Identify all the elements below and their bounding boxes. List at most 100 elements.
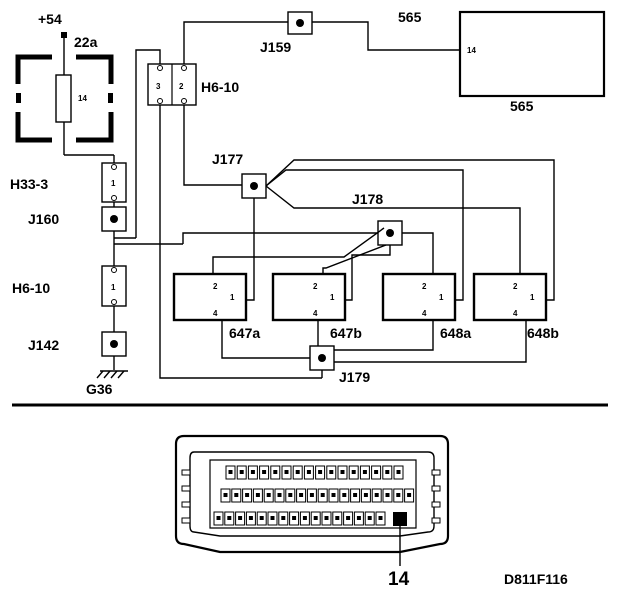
plus54-terminal: [61, 32, 67, 38]
relay-component: 14: [15, 54, 115, 163]
647b-label: 647b: [330, 325, 362, 341]
h6-10-top-pin-3: 3: [156, 82, 161, 91]
connector-pin-contact: [353, 493, 358, 497]
connector-pin-contact: [378, 516, 383, 520]
module-648b: 2 1 4 648b: [472, 272, 559, 341]
connector-pin-contact: [262, 470, 267, 474]
connector-pin-contact: [250, 470, 255, 474]
h6-10-top-pin-2: 2: [179, 82, 184, 91]
648b-pin-1: 1: [530, 293, 535, 302]
connector-pin-14-highlight: [393, 512, 407, 526]
connector-h33-3: H33-3 1: [10, 162, 127, 203]
connector-pin-contact: [318, 470, 323, 474]
648a-pin-2: 2: [422, 282, 427, 291]
connector-pin-contact: [396, 470, 401, 474]
splice-j177: J177: [212, 151, 267, 199]
relay-fuse-element: [55, 74, 72, 123]
pin-14-callout: 14: [388, 569, 410, 590]
connector-pin-contact: [259, 516, 264, 520]
connector-pin-contact: [239, 470, 244, 474]
g36-label: G36: [86, 381, 113, 397]
plus54-label: +54: [38, 11, 62, 27]
connector-pin-contact: [356, 516, 361, 520]
connector-pin-contact: [351, 470, 356, 474]
648b-pin-4: 4: [513, 309, 518, 318]
647b-pin-1: 1: [330, 293, 335, 302]
ground-g36: G36: [86, 370, 128, 397]
wire-22a-label: 22a: [74, 34, 98, 50]
648a-pin-1: 1: [439, 293, 444, 302]
figure-code: D811F116: [504, 571, 568, 587]
connector-pin-contact: [238, 516, 243, 520]
connector-pin-contact: [292, 516, 297, 520]
connector-latch-slot: [431, 517, 441, 524]
connector-latch-slot: [431, 485, 441, 492]
h33-3-pin-1: 1: [111, 179, 116, 188]
j178-label: J178: [352, 191, 383, 207]
connector-pin-contact: [277, 493, 282, 497]
power-supply-plus54: +54 22a: [38, 11, 98, 75]
connector-latch-slot: [181, 501, 191, 508]
j179-label: J179: [339, 369, 370, 385]
connector-latch-slot: [181, 517, 191, 524]
connector-pin-contact: [335, 516, 340, 520]
connector-pin-contact: [284, 470, 289, 474]
connector-pin-grid: [213, 465, 415, 526]
connector-pin-contact: [302, 516, 307, 520]
648a-pin-4: 4: [422, 309, 427, 318]
connector-pin-contact: [245, 493, 250, 497]
connector-pin-contact: [227, 516, 232, 520]
connector-pin-contact: [281, 516, 286, 520]
connector-pin-contact: [367, 516, 372, 520]
h33-3-label: H33-3: [10, 176, 48, 192]
connector-pin-contact: [273, 470, 278, 474]
connector-pin-contact: [374, 493, 379, 497]
splice-j178: J178: [352, 191, 403, 246]
control-unit-565: 565 14 565: [398, 9, 606, 114]
ecu-connector-face: 14: [174, 434, 450, 590]
connector-latch-slot: [181, 469, 191, 476]
splice-j142: J142: [28, 331, 127, 370]
j142-label: J142: [28, 337, 59, 353]
connector-pin-contact: [346, 516, 351, 520]
connector-pin-contact: [223, 493, 228, 497]
connector-pin-contact: [329, 470, 334, 474]
connector-pin-contact: [407, 493, 412, 497]
connector-latch-slot: [431, 469, 441, 476]
connector-pin-contact: [255, 493, 260, 497]
647a-pin-2: 2: [213, 282, 218, 291]
connector-pin-contact: [299, 493, 304, 497]
h6-10-top-label: H6-10: [201, 79, 239, 95]
647a-pin-1: 1: [230, 293, 235, 302]
connector-pin-contact: [228, 470, 233, 474]
connector-pin-contact: [216, 516, 221, 520]
647a-pin-4: 4: [213, 309, 218, 318]
j159-label: J159: [260, 39, 291, 55]
565-top-label: 565: [398, 9, 422, 25]
connector-pin-contact: [313, 516, 318, 520]
connector-pin-contact: [309, 493, 314, 497]
connector-pin-contact: [295, 470, 300, 474]
relay-pin-14: 14: [78, 94, 87, 103]
647a-label: 647a: [229, 325, 260, 341]
connector-pin-contact: [306, 470, 311, 474]
connector-pin-contact: [248, 516, 253, 520]
module-648a: 2 1 4 648a: [381, 272, 471, 341]
module-647b: 2 1 4 647b: [271, 272, 362, 341]
connector-pin-contact: [234, 493, 239, 497]
565-bottom-label: 565: [510, 98, 534, 114]
connector-pin-contact: [320, 493, 325, 497]
connector-pin-contact: [266, 493, 271, 497]
connector-pin-contact: [363, 493, 368, 497]
h6-10-left-label: H6-10: [12, 280, 50, 296]
connector-h6-10-top: H6-10 3 2: [147, 63, 239, 106]
648b-pin-2: 2: [513, 282, 518, 291]
splice-j179: J179: [309, 345, 370, 385]
connector-pin-contact: [396, 493, 401, 497]
connector-pin-contact: [385, 470, 390, 474]
connector-pin-contact: [342, 493, 347, 497]
648a-label: 648a: [440, 325, 471, 341]
647b-pin-4: 4: [313, 309, 318, 318]
